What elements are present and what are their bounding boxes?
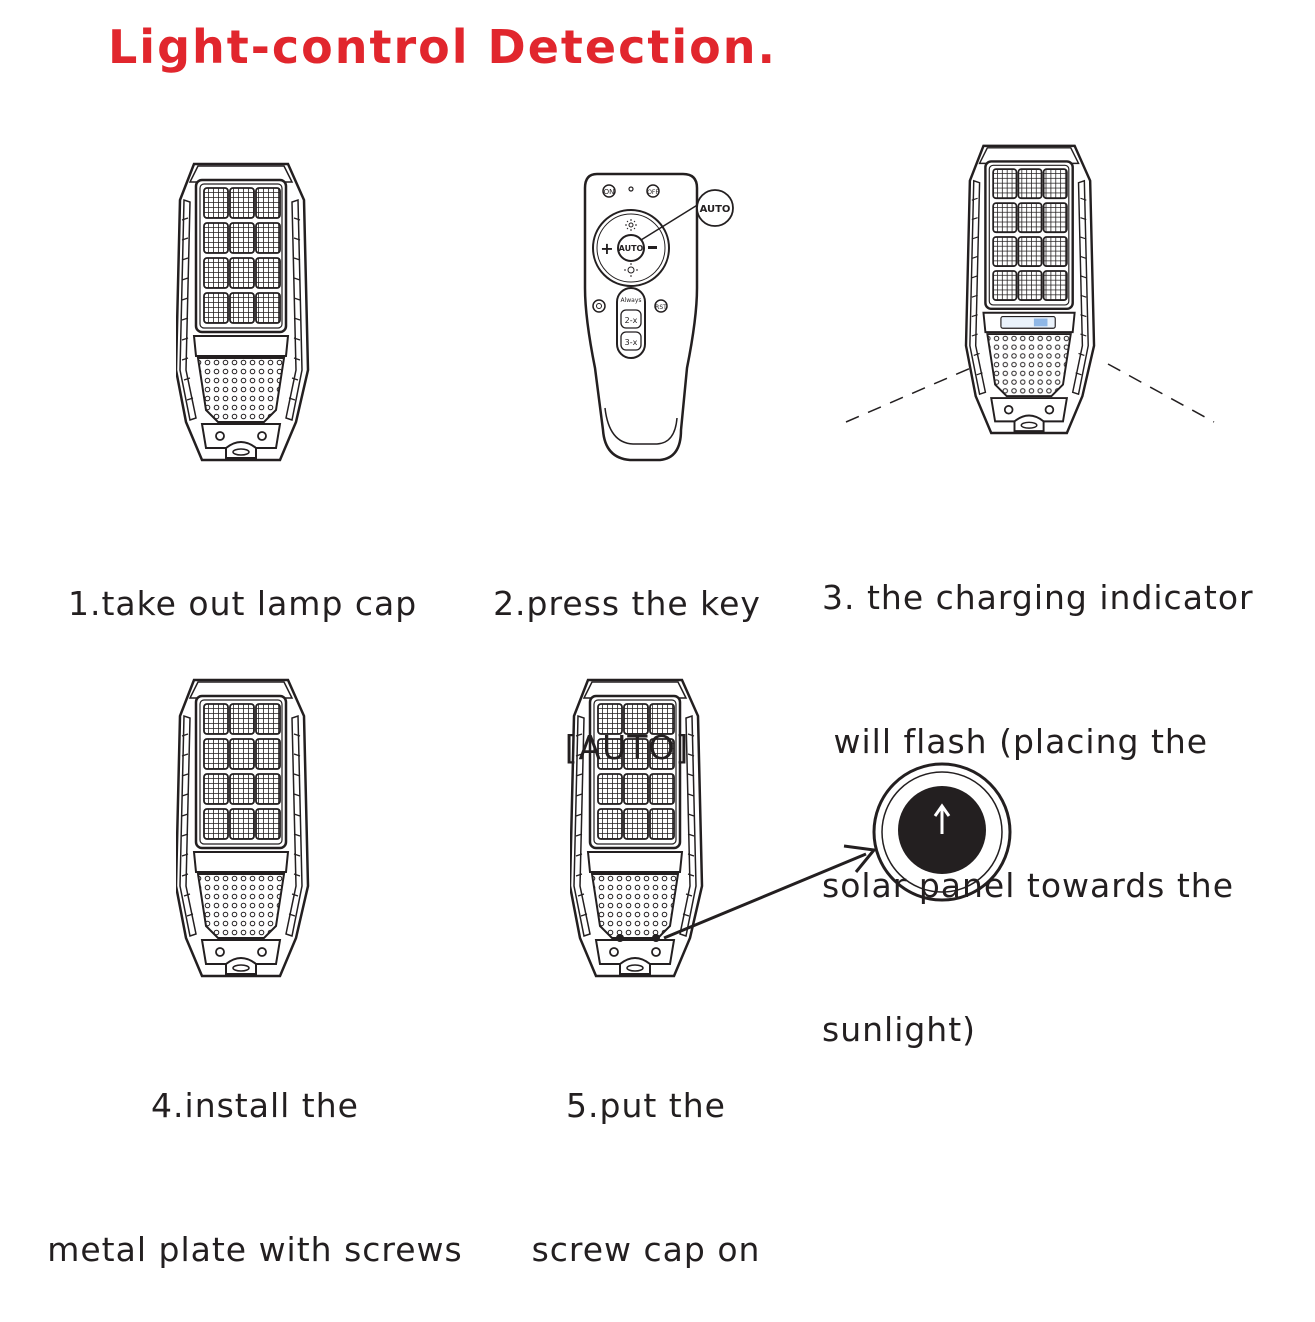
step-2-caption: 2.press the key [AUTO] (493, 584, 761, 767)
auto-button-label: AUTO (619, 244, 644, 253)
screw-cap-illustration-step5 (570, 678, 1012, 978)
step-1-caption: 1.take out lamp cap (68, 584, 418, 623)
plus-button-label: + (600, 239, 613, 258)
rst-button-label: RST (655, 304, 667, 311)
auto-callout-label: AUTO (700, 204, 731, 215)
step-3-caption: 3. the charging indicator will flash (pl… (822, 578, 1254, 1049)
off-button-label: OFF (647, 189, 659, 196)
step-4-caption: 4.install the metal plate with screws (47, 1086, 463, 1269)
two-x-button-label: 2-x (625, 316, 638, 325)
step-5-caption: 5.put the screw cap on (531, 1086, 761, 1269)
bulb-icon (624, 263, 638, 277)
remote-control-illustration: ON OFF AUTO + RST Always 2-x 3-x AUTO (583, 172, 734, 462)
sun-icon (625, 219, 637, 231)
three-x-button-label: 3-x (625, 338, 638, 347)
lamp-illustration-step1 (176, 162, 310, 462)
always-button-label: Always (620, 297, 641, 304)
lamp-illustration-step4 (176, 678, 310, 978)
on-button-label: ON (604, 188, 615, 196)
lamp-illustration-step3 (845, 144, 1215, 435)
page-title: Light-control Detection. (108, 20, 777, 74)
